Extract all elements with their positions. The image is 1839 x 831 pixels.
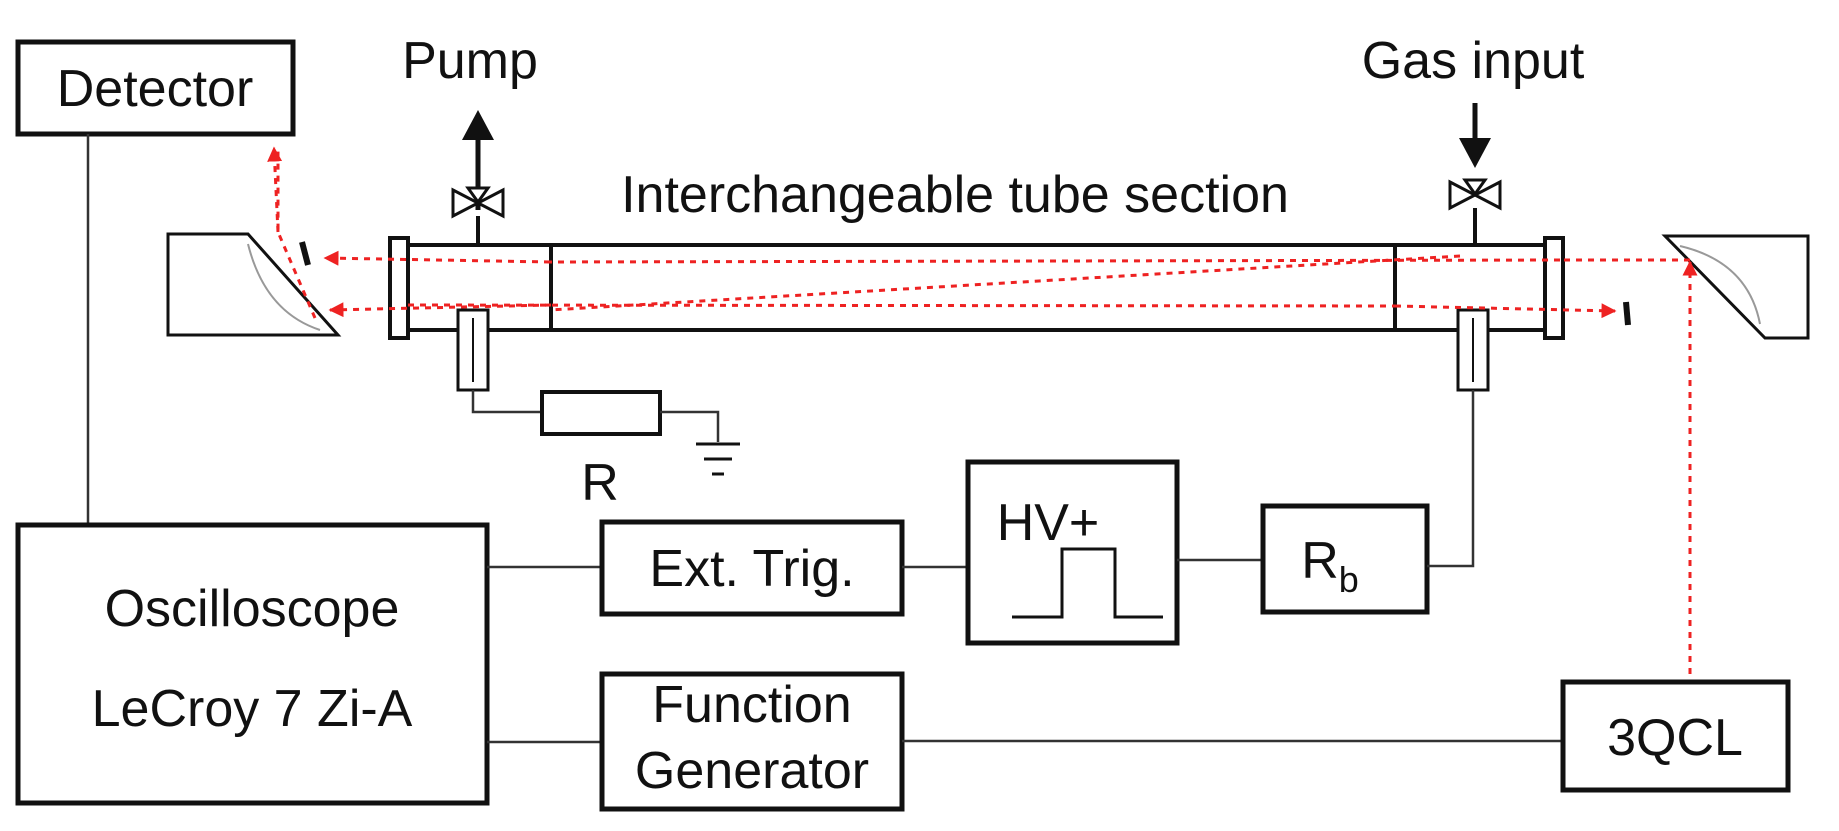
gas-input-label: Gas input: [1362, 32, 1585, 90]
rb-to-electrode-wire: [1427, 390, 1475, 568]
oscilloscope-model-label: LeCroy 7 Zi-A: [92, 680, 413, 738]
right-window: [1543, 236, 1565, 340]
oscilloscope-box: Oscilloscope LeCroy 7 Zi-A: [15, 522, 490, 806]
left-window: [388, 236, 410, 340]
left-mirror: [166, 232, 342, 337]
tube-section-label: Interchangeable tube section: [621, 166, 1289, 224]
function-generator-label: Function: [652, 676, 851, 734]
detector-label: Detector: [57, 60, 254, 118]
pump-label: Pump: [402, 32, 538, 90]
gas-input-arrow: [1459, 103, 1491, 168]
qcl-label: 3QCL: [1607, 709, 1743, 767]
ground-resistor: [540, 390, 662, 436]
ground-icon: [696, 442, 740, 476]
beam-block-right: [1623, 301, 1631, 326]
ext-trig-label: Ext. Trig.: [649, 540, 854, 598]
rb-resistor-box: Rb: [1260, 503, 1430, 615]
oscilloscope-label: Oscilloscope: [105, 580, 400, 638]
qcl-laser-box: 3QCL: [1560, 679, 1791, 793]
pump-valve-icon: [451, 186, 505, 219]
laser-beam-path: [267, 146, 1698, 722]
ext-trig-box: Ext. Trig.: [599, 519, 905, 617]
gas-valve-icon: [1448, 178, 1502, 211]
detector-box: Detector: [15, 39, 296, 137]
discharge-tube: [388, 236, 1565, 340]
function-generator-box: Function Generator: [599, 671, 905, 812]
function-generator-label-2: Generator: [635, 742, 869, 800]
rb-label: Rb: [1301, 532, 1359, 600]
resistor-label: R: [581, 454, 619, 512]
right-mirror: [1661, 234, 1810, 340]
pulse-waveform-icon: [1012, 547, 1163, 619]
hv-label: HV+: [997, 494, 1100, 552]
beam-block-left: [299, 241, 311, 266]
hv-pulser-box: HV+: [965, 459, 1180, 646]
ground-resistor-wire: [471, 390, 542, 414]
